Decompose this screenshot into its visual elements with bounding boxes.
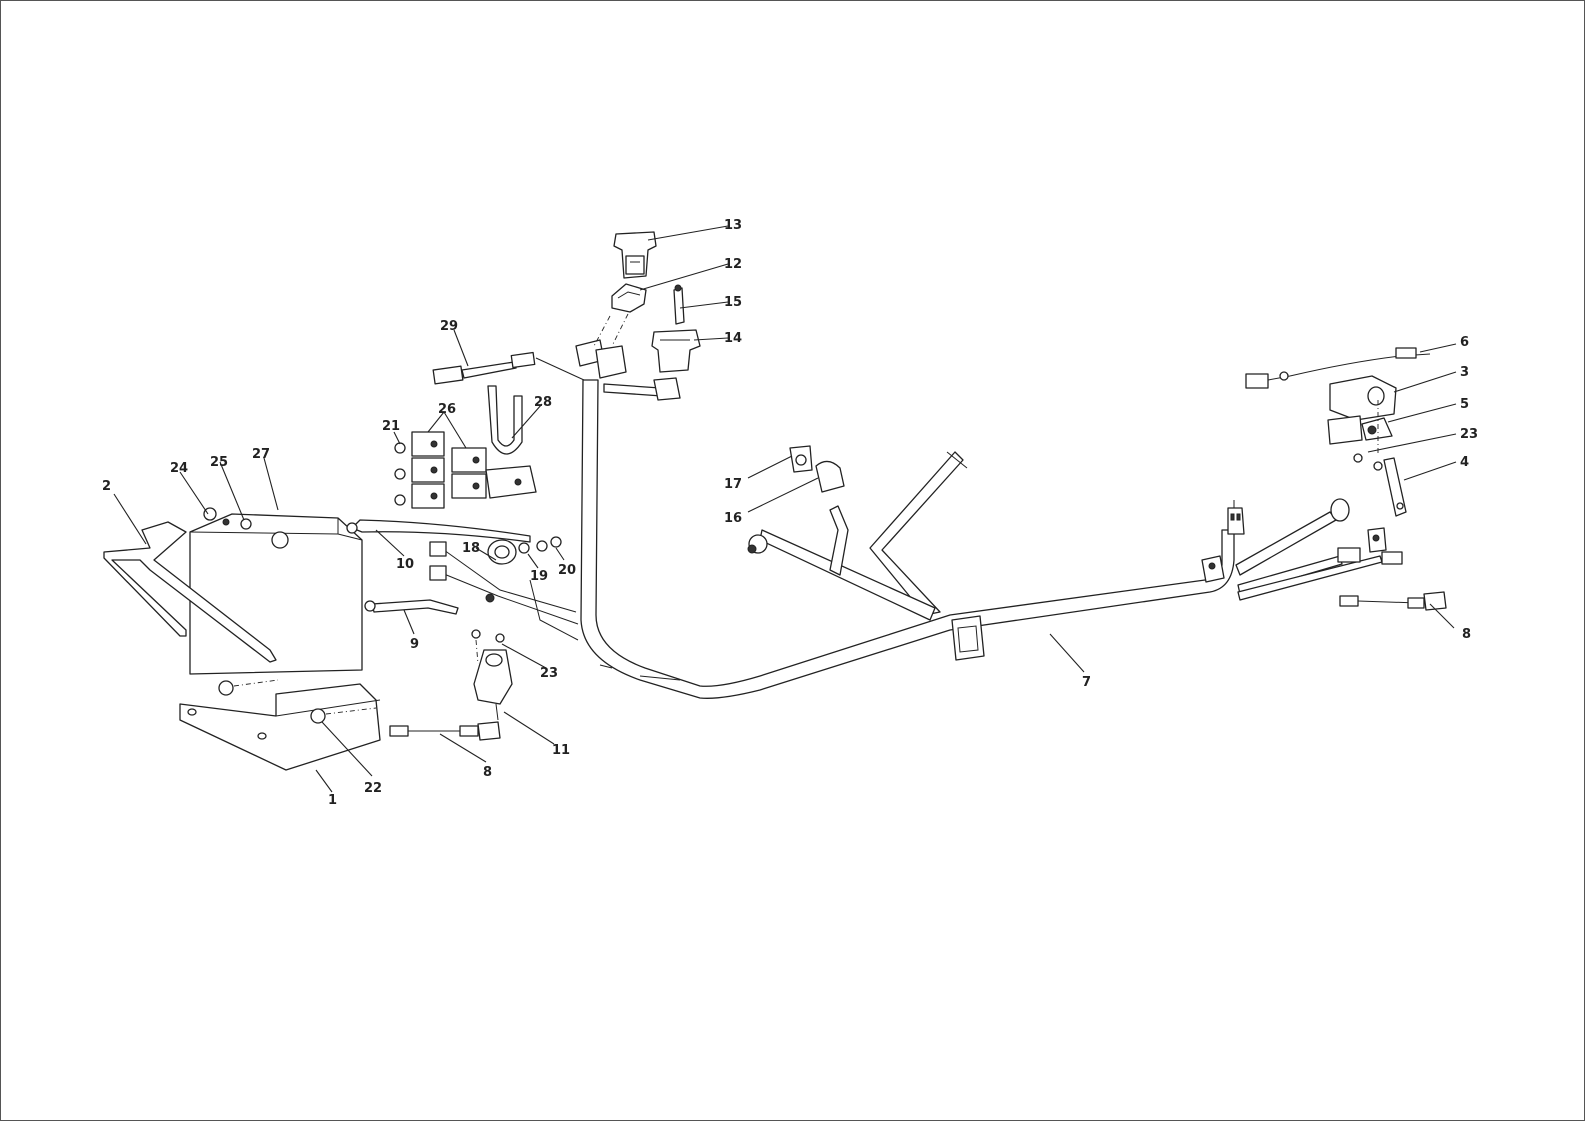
callout-25: 25 xyxy=(210,455,228,470)
main-wiring-harness xyxy=(580,379,1403,699)
battery-group xyxy=(103,507,381,771)
callout-4: 4 xyxy=(1460,455,1469,470)
callout-28: 28 xyxy=(534,395,552,410)
callout-27: 27 xyxy=(252,447,270,462)
connector-8-right xyxy=(1339,591,1447,611)
callout-24: 24 xyxy=(170,461,188,476)
callout-5: 5 xyxy=(1460,397,1469,412)
callout-22: 22 xyxy=(364,781,382,796)
callout-8-right: 8 xyxy=(1462,627,1471,642)
callout-2: 2 xyxy=(102,479,111,494)
callout-1: 1 xyxy=(328,793,337,808)
callout-16: 16 xyxy=(724,511,742,526)
callout-labels: 1 2 3 4 5 6 7 8 8 9 10 11 12 13 14 15 16… xyxy=(102,218,1478,808)
connectors-16-17 xyxy=(789,445,845,493)
callout-12: 12 xyxy=(724,257,742,272)
callout-26: 26 xyxy=(438,402,456,417)
callout-10: 10 xyxy=(396,557,414,572)
relay-block xyxy=(394,385,537,509)
leader-lines xyxy=(113,225,1457,793)
solenoid xyxy=(471,629,513,721)
callout-23-right: 23 xyxy=(1460,427,1478,442)
callout-19: 19 xyxy=(530,569,548,584)
callout-3: 3 xyxy=(1460,365,1469,380)
callout-29: 29 xyxy=(440,319,458,334)
callout-15: 15 xyxy=(724,295,742,310)
callout-20: 20 xyxy=(558,563,576,578)
callout-21: 21 xyxy=(382,419,400,434)
connector-8-left xyxy=(389,721,501,741)
callout-14: 14 xyxy=(724,331,742,346)
callout-7: 7 xyxy=(1082,675,1091,690)
callout-11: 11 xyxy=(552,743,570,758)
ignition-switch-group xyxy=(575,231,701,401)
callout-9: 9 xyxy=(410,637,419,652)
callout-13: 13 xyxy=(724,218,742,233)
callout-17: 17 xyxy=(724,477,742,492)
callout-8-left: 8 xyxy=(483,765,492,780)
battery-cables xyxy=(346,519,579,641)
callout-6: 6 xyxy=(1460,335,1469,350)
callout-23-left: 23 xyxy=(540,666,558,681)
right-switch-group xyxy=(1245,347,1431,517)
cable-29 xyxy=(432,351,585,385)
callout-18: 18 xyxy=(462,541,480,556)
